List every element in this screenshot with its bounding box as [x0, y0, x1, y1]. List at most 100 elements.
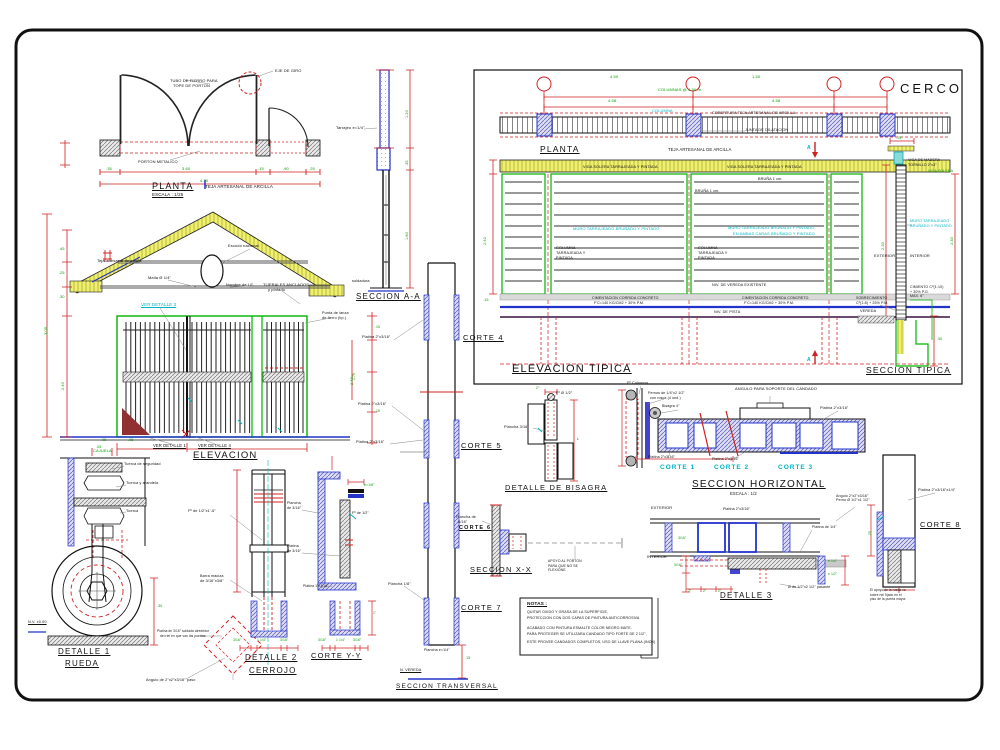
dim: .90 — [283, 166, 289, 171]
platina-soldada-label-2: del riel en que van las puertas — [160, 633, 206, 638]
tubo-tope-label-2: TOPE DE PORTON — [173, 83, 210, 88]
plancha-label-1: Plancha — [287, 501, 301, 505]
dim: 3/16" — [280, 638, 289, 642]
corte8-note-2: sobre riel fijado en el — [870, 592, 902, 597]
title-seccion-tipica: SECCION TIPICA — [866, 365, 952, 375]
cobertura-label: COBERTURA TEJA ARTESANAL DE ARCILLA — [712, 111, 796, 115]
dim: 1.80 — [405, 232, 409, 240]
title-planta-cerco: PLANTA — [540, 144, 580, 154]
plancha-label-2: 3/16" — [458, 519, 468, 524]
sheet-border — [14, 28, 984, 702]
nivel-vereda-label: NIV. DE VEREDA EXISTENTE — [712, 283, 767, 287]
fierro-label: Fº de 1/2"x1'-6" — [188, 509, 216, 513]
title-detalle1: DETALLE 1 — [58, 647, 111, 656]
dim: .25 — [868, 530, 872, 536]
angulo-paso-label: Angulo de 2"x2"x3/16" paso — [146, 678, 196, 682]
detalle3-drawing — [640, 504, 875, 659]
columna-tarrajeada-3: PINTADA — [698, 256, 715, 260]
corte8-note-3: piso de la puerta mayor. — [870, 597, 907, 601]
section-marker-a: A — [807, 357, 811, 363]
tubo-tope-label-1: TUBO DE FIERRO PARA — [170, 78, 218, 83]
platina-label-2: de 3/16" — [287, 548, 302, 553]
pernos-label-2: con rosca (4 und.) — [650, 395, 681, 400]
columna-tarrajeada-1: COLUMNA — [698, 246, 718, 250]
malla-label: Malla Ø 1/4" — [148, 275, 172, 280]
ver-detalle-4-ref: VER DETALLE 4 — [198, 443, 231, 448]
platina-c8-label: Platina 2"x3/16"x1/4" — [918, 488, 956, 492]
title-detalle2: DETALLE 2 — [245, 653, 298, 662]
dim: 3/16" — [233, 638, 242, 642]
angulo-label: Angulo 2"x2"x3/16" — [836, 494, 869, 498]
columna-tarrajeada-1: COLUMNA — [556, 246, 576, 250]
cimiento-label-2: + 30% P.G. — [910, 289, 930, 294]
platina-label: Platina 2"x3/16" — [356, 440, 385, 444]
apoyo-note-1: APOYO AL PORTON — [548, 559, 582, 563]
interior-label: INTERIOR — [647, 554, 667, 559]
title-corte1: CORTE 1 — [660, 464, 696, 471]
dim: .45 — [59, 247, 65, 251]
notas-line: ESTE PROVEE CANDADOS COMPLETOS, USO DE L… — [527, 640, 656, 644]
teja-label: TEJA ARTESANAL DE ARCILLA — [668, 147, 732, 152]
title-cerrojo: CERROJO — [249, 666, 297, 675]
title-detalle-bisagra: DETALLE DE BISAGRA — [505, 483, 608, 492]
dim: 2.40 — [483, 237, 487, 245]
dim: 3.60 — [182, 166, 191, 171]
title-corte3: CORTE 3 — [778, 464, 814, 471]
title-detalle3: DETALLE 3 — [720, 591, 773, 600]
cimentacion-label-2: F'C=140 KG/CM2 + 30% P.M. — [594, 300, 645, 305]
exterior-label: EXTERIOR — [874, 253, 896, 258]
dim: 2.30 — [881, 242, 885, 250]
detalle1-rueda-drawing — [28, 448, 263, 680]
angulo-candado-label: ANGULO PARA SOPORTE DEL CANDADO — [735, 386, 817, 391]
bruna-label: BRUÑA 1 cm. — [758, 177, 783, 181]
barra-label-2: de 3/16"x3/8" — [200, 578, 224, 583]
title-corte6: CORTE 6 — [459, 525, 492, 531]
viga-madera-label-1: VIGA DE MADERA — [908, 158, 941, 162]
fierro-label: Fº de 1/2" — [352, 511, 369, 515]
title-corte4: CORTE 4 — [463, 333, 504, 342]
seccion-aa-drawing — [363, 69, 414, 292]
sobrecimiento-label-2: Cº(1:8) + 25% P.M. — [856, 300, 889, 305]
plancha-label: Plancha e=1/4" — [424, 648, 450, 652]
dim: 2" — [718, 589, 722, 593]
dim: .15 — [258, 166, 264, 171]
bisagra-label: Bisagra 4" — [662, 404, 680, 408]
bruna-label: BRUÑA 1 cm. — [695, 189, 720, 193]
title-rueda: RUEDA — [65, 659, 100, 668]
dim: .15 — [465, 656, 471, 660]
platina-label: Platina 2"x3/16" — [712, 457, 739, 461]
apoyo-note-3: FLEXIONE — [548, 568, 566, 572]
interior-label: INTERIOR — [910, 253, 930, 258]
nivel-label: N.V. ±0.00 — [28, 620, 47, 624]
seccion-horizontal-drawing — [618, 385, 866, 468]
cimentacion-label-1: CIMENTACION CORRIDA CONCRETO — [742, 296, 809, 300]
elevacion-gate-drawing — [42, 211, 377, 456]
section-marker-a: A — [807, 145, 811, 151]
title-elevacion-tipica: ELEVACION TIPICA — [512, 363, 632, 375]
dim: 3/16" — [318, 638, 327, 642]
dim: 3/16" — [353, 638, 362, 642]
platina-label: Platina 2"x3/16" — [362, 335, 391, 339]
tarrajeo-label: Tarrajeo e=1/4" — [336, 125, 365, 130]
muro-ambas-caras-label: EN AMBAS CARAS BRUÑADO Y PINTADO — [733, 231, 815, 236]
teja-label: Teja artesanal de arcilla — [97, 258, 142, 263]
tuerca-seguridad-label: Tuerca de seguridad — [124, 462, 161, 466]
columna-label: COLUMNA — [652, 108, 673, 113]
platina-soldada-label-1: Platina de 3/16" soldada alrededor — [157, 629, 210, 633]
dim: .25 — [59, 271, 65, 275]
muro-label-2: BRUÑADO Y PINTADO — [910, 224, 952, 228]
pasante-label: Ø de 1/2"x2 1/2" pasante — [788, 585, 831, 589]
dim: 4.50 — [610, 74, 619, 79]
platina-14-label: Platina de 1/4" — [812, 525, 837, 529]
cimentacion-label-2: F'C=140 KG/CM2 + 30% P.M. — [744, 300, 795, 305]
dim: .15 — [896, 136, 902, 140]
tuerca-label: Tuerca — [126, 509, 139, 513]
platina-label: Platina 2"x3/16" — [723, 507, 750, 511]
platina-label: Platina 2"x3/16" — [820, 406, 849, 410]
ver-detalle-1-ref: VER DETALLE 1 — [153, 443, 186, 448]
ver-detalle-3-ref: VER DETALLE 3 — [141, 302, 177, 307]
dim: 1 1/4" — [336, 638, 346, 642]
platina-1316-label: Platina 1"x3/16" — [303, 584, 329, 588]
